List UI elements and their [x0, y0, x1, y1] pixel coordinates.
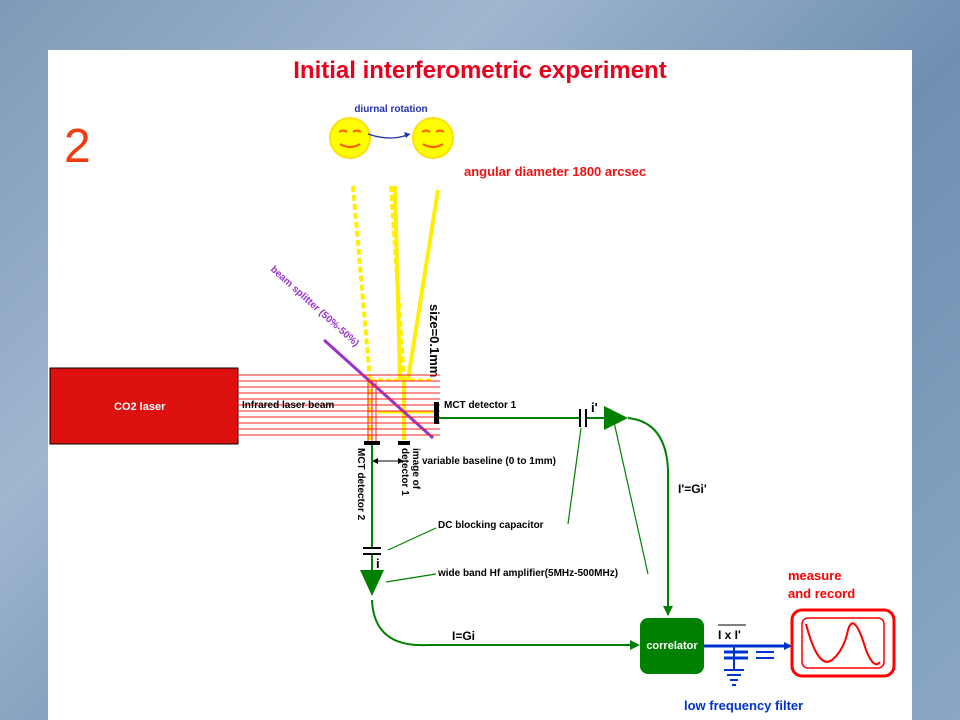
diurnal-rotation-label: diurnal rotation — [354, 104, 427, 115]
i-prime-equation: I'=Gi' — [678, 482, 707, 496]
low-frequency-filter — [704, 644, 790, 670]
beam-splitter-label: beam splitter (50%-50%) — [268, 264, 361, 349]
wide-band-amplifier-label: wide band Hf amplifier(5MHz-500MHz) — [437, 568, 618, 579]
i-equation: I=Gi — [452, 629, 475, 643]
correlator — [640, 618, 704, 674]
i-prime-label: i' — [591, 400, 598, 415]
signal-wires — [371, 417, 669, 647]
correlator-label: correlator — [646, 640, 698, 652]
dc-blocking-capacitor-label: DC blocking capacitor — [438, 520, 544, 531]
sun-face-icon — [329, 117, 371, 159]
measure-label-line2: and record — [788, 586, 855, 601]
reflected-beam — [367, 380, 377, 442]
oscilloscope-icon — [790, 608, 896, 678]
angular-diameter-label: angular diameter 1800 arcsec — [464, 164, 646, 179]
ground-icon — [724, 669, 744, 686]
infrared-beam-label: Infrared laser beam — [242, 400, 334, 411]
i-label: i — [376, 556, 380, 571]
mct-detector-1 — [434, 402, 439, 424]
mct-detector-1-label: MCT detector 1 — [444, 400, 517, 411]
filter-arrow — [784, 642, 792, 650]
slide-number: 2 — [64, 120, 91, 173]
variable-baseline-arrow — [372, 458, 404, 464]
capacitor-icon — [363, 547, 381, 555]
sun-face-icon — [412, 117, 454, 159]
capacitor-icon — [579, 409, 587, 427]
mct-detector-2-label: MCT detector 2 — [355, 448, 366, 521]
measure-label-line1: measure — [788, 568, 841, 583]
slide: Initial interferometric experiment 2 diu… — [48, 50, 912, 720]
infrared-laser-beam — [238, 374, 440, 436]
mct-detector-2 — [364, 441, 380, 445]
amplifier-icon — [360, 570, 384, 596]
beam-splitter — [322, 338, 435, 440]
rotation-arrow — [367, 133, 411, 139]
wire-arrow — [630, 640, 640, 650]
low-frequency-filter-label: low frequency filter — [684, 698, 803, 713]
image-of-detector-label-1: image of — [410, 448, 421, 490]
slide-title: Initial interferometric experiment — [293, 57, 666, 84]
amplifier-icon — [604, 406, 628, 430]
annotation-pointers — [385, 421, 649, 583]
image-of-detector-1 — [398, 441, 410, 445]
variable-baseline-label: variable baseline (0 to 1mm) — [422, 456, 556, 467]
interferometer-diagram: Initial interferometric experiment 2 diu… — [49, 57, 896, 713]
wire-arrow — [663, 606, 673, 616]
image-of-detector-label-2: detector 1 — [399, 448, 410, 496]
co2-laser-label: CO2 laser — [114, 401, 166, 413]
light-rays — [351, 185, 440, 440]
co2-laser — [49, 367, 239, 445]
product-label: I x I' — [718, 628, 741, 642]
size-label: size=0.1mm — [427, 304, 442, 377]
